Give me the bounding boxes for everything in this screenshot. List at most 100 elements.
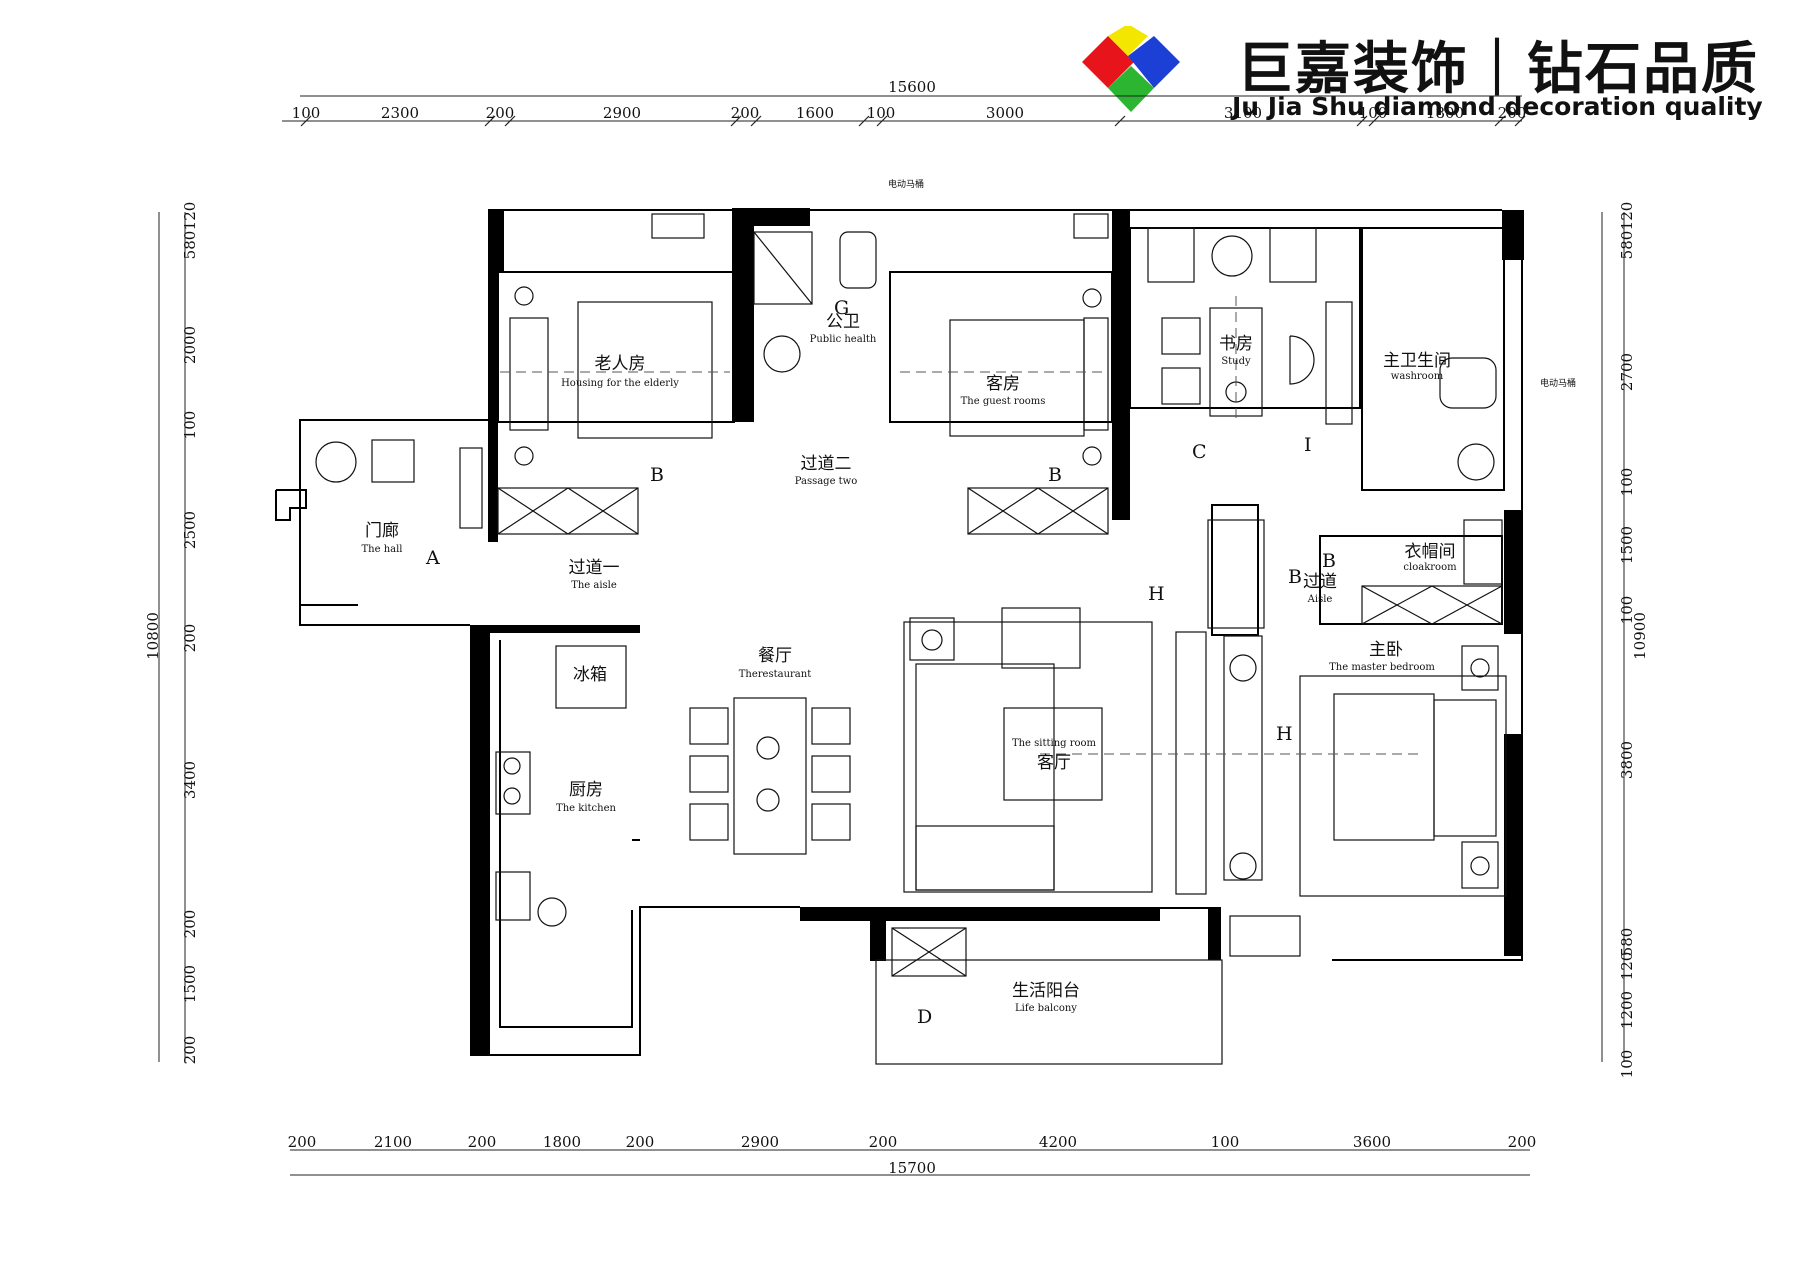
dim-left-8: 1500 bbox=[181, 965, 199, 1003]
dim-tick bbox=[1368, 115, 1380, 127]
dim-right-1: 580 bbox=[1618, 231, 1636, 260]
dimension-lines bbox=[158, 95, 1625, 1176]
tag-i: I bbox=[1304, 434, 1312, 456]
label-kitchen-cn: 厨房 bbox=[569, 780, 603, 800]
dim-bottom-1: 2100 bbox=[374, 1133, 412, 1151]
logo-yellow-diamond bbox=[1108, 26, 1148, 56]
dim-tick bbox=[484, 115, 496, 127]
master-bed bbox=[1333, 693, 1435, 841]
tag-d: D bbox=[917, 1006, 932, 1028]
brand-header: 巨嘉装饰｜钻石品质 Ju Jia Shu diamond decoration … bbox=[1082, 20, 1782, 130]
label-passage-two-cn: 过道二 bbox=[801, 454, 852, 474]
label-balcony-en: Life balcony bbox=[1015, 1003, 1077, 1014]
dim-tick bbox=[1494, 115, 1506, 127]
tag-c: C bbox=[1192, 441, 1207, 463]
dim-bottom-4: 200 bbox=[626, 1133, 655, 1151]
dim-right-10: 100 bbox=[1618, 1050, 1636, 1079]
tag-a: A bbox=[425, 547, 440, 569]
tag-b-guest: B bbox=[1048, 464, 1062, 486]
label-study-en: Study bbox=[1221, 356, 1251, 367]
dim-tick bbox=[1356, 115, 1368, 127]
dim-right-7: 580 bbox=[1618, 928, 1636, 957]
label-aisle-one-cn: 过道一 bbox=[569, 558, 620, 578]
dim-left-7: 200 bbox=[181, 910, 199, 939]
label-fridge: 冰箱 bbox=[573, 665, 607, 685]
dim-tick bbox=[858, 115, 870, 127]
label-elderly-cn: 老人房 bbox=[595, 354, 646, 374]
dim-bottom-0: 200 bbox=[288, 1133, 317, 1151]
dim-right-0: 120 bbox=[1618, 202, 1636, 231]
public-toilet bbox=[839, 231, 877, 289]
walls-thick bbox=[470, 208, 1524, 1055]
tag-h-left: H bbox=[1148, 583, 1165, 605]
dim-bottom-7: 4200 bbox=[1039, 1133, 1077, 1151]
dim-bottom-10: 200 bbox=[1508, 1133, 1537, 1151]
balcony-outline bbox=[875, 959, 1223, 1065]
public-basin bbox=[763, 335, 801, 373]
tag-b-aisle: B bbox=[1288, 566, 1302, 588]
dim-right-5: 100 bbox=[1618, 596, 1636, 625]
dim-bottom-6: 200 bbox=[869, 1133, 898, 1151]
dim-bottom-total: 15700 bbox=[888, 1159, 936, 1177]
dim-bottom-5: 2900 bbox=[741, 1133, 779, 1151]
label-elderly-en: Housing for the elderly bbox=[561, 378, 679, 389]
label-master-bedroom-en: The master bedroom bbox=[1329, 662, 1435, 673]
label-sitting-en: The sitting room bbox=[1012, 738, 1097, 749]
dim-top-8: 3100 bbox=[1224, 104, 1262, 122]
dim-top-2: 200 bbox=[486, 104, 515, 122]
master-toilet bbox=[1439, 357, 1497, 409]
dim-top-0: 100 bbox=[292, 104, 321, 122]
label-public-bath-cn: 公卫 bbox=[826, 312, 860, 332]
logo-blue-diamond bbox=[1128, 36, 1180, 88]
label-cloakroom-cn: 衣帽间 bbox=[1405, 542, 1456, 562]
dim-tick bbox=[300, 115, 312, 127]
tag-g: G bbox=[834, 297, 849, 319]
dim-right-4: 1500 bbox=[1618, 526, 1636, 564]
label-hall-en: The hall bbox=[361, 544, 402, 555]
dim-tick bbox=[504, 115, 516, 127]
dim-tick bbox=[730, 115, 742, 127]
dim-right-9: 1200 bbox=[1618, 991, 1636, 1029]
dim-left-0: 120 bbox=[181, 202, 199, 231]
dim-bottom-8: 100 bbox=[1211, 1133, 1240, 1151]
walls-outline bbox=[275, 209, 1523, 1056]
dim-top-9: 100 bbox=[1359, 104, 1388, 122]
label-study-cn: 书房 bbox=[1219, 334, 1253, 354]
label-guest-en: The guest rooms bbox=[961, 396, 1046, 407]
dim-left-3: 100 bbox=[181, 411, 199, 440]
dim-top-10: 1800 bbox=[1426, 104, 1464, 122]
room-labels: 老人房 Housing for the elderly 公卫 Public he… bbox=[361, 312, 1457, 1014]
dim-top-5: 1600 bbox=[796, 104, 834, 122]
tag-b-cloak: B bbox=[1322, 550, 1336, 572]
label-public-bath-en: Public health bbox=[810, 334, 877, 345]
dim-bottom-9: 3600 bbox=[1353, 1133, 1391, 1151]
master-basin bbox=[1457, 443, 1495, 481]
dim-left-total: 10800 bbox=[144, 612, 162, 660]
dim-right-6: 3800 bbox=[1618, 741, 1636, 779]
furniture bbox=[315, 213, 1507, 1065]
dim-top-11: 200 bbox=[1498, 104, 1527, 122]
brand-name-en: Ju Jia Shu diamond decoration quality bbox=[1232, 92, 1763, 121]
guest-wardrobe bbox=[967, 487, 1109, 535]
dim-tick bbox=[1514, 115, 1526, 127]
dim-left-9: 200 bbox=[181, 1036, 199, 1065]
dim-left-6: 3400 bbox=[181, 761, 199, 799]
dim-left-2: 2000 bbox=[181, 326, 199, 364]
dim-top-7: 3000 bbox=[986, 104, 1024, 122]
dim-left-1: 580 bbox=[181, 231, 199, 260]
elderly-wardrobe bbox=[497, 487, 639, 535]
label-aisle-en: Aisle bbox=[1307, 594, 1333, 605]
label-cloakroom-en: cloakroom bbox=[1403, 562, 1457, 573]
dim-tick bbox=[1114, 115, 1126, 127]
tag-h-right: H bbox=[1276, 723, 1293, 745]
dim-bottom-2: 200 bbox=[468, 1133, 497, 1151]
dim-tick bbox=[876, 115, 888, 127]
label-aisle-one-en: The aisle bbox=[571, 580, 617, 591]
elderly-bed bbox=[577, 301, 713, 439]
label-hall-cn: 门廊 bbox=[365, 521, 399, 541]
dim-bottom-3: 1800 bbox=[543, 1133, 581, 1151]
fridge-box bbox=[555, 645, 627, 709]
coffee-table bbox=[1003, 707, 1103, 801]
dim-right-8: 120 bbox=[1618, 952, 1636, 981]
